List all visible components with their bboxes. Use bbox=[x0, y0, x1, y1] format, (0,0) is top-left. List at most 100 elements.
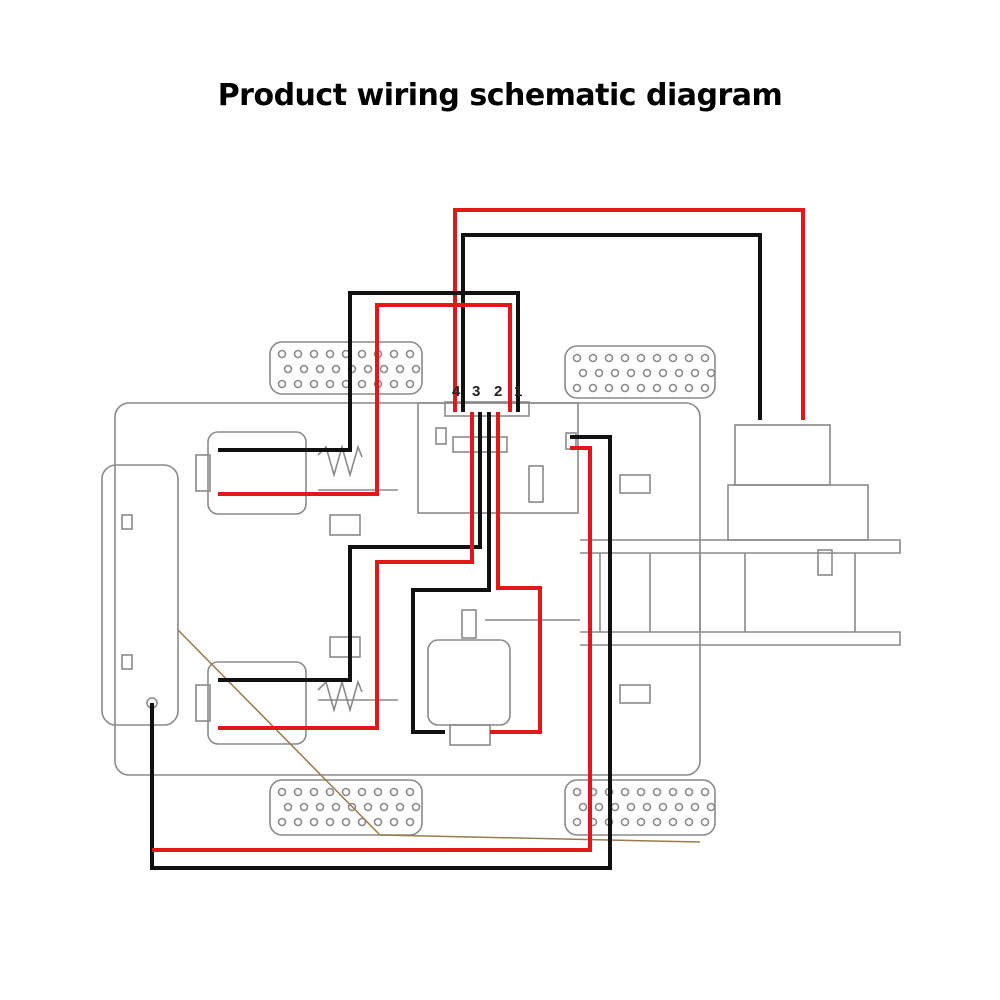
wheel-tread-hole bbox=[283, 364, 293, 374]
wheel-tread-hole bbox=[668, 817, 678, 827]
wheel-tread-hole bbox=[309, 817, 319, 827]
wheel-tread-hole bbox=[293, 379, 303, 389]
wheel-tread-hole bbox=[389, 349, 399, 359]
wheel-tread-hole bbox=[411, 802, 421, 812]
wheel-tread-hole bbox=[331, 364, 341, 374]
wheel-tread-hole bbox=[389, 787, 399, 797]
wheel-tread-hole bbox=[325, 787, 335, 797]
wire-black-front-motor bbox=[218, 291, 520, 452]
wheel-tread-hole bbox=[700, 817, 710, 827]
wheel-tread-hole bbox=[652, 353, 662, 363]
wheel-tread-hole bbox=[389, 817, 399, 827]
wheel-tread-hole bbox=[299, 364, 309, 374]
battery-box bbox=[101, 464, 179, 726]
motor-front-left bbox=[195, 431, 398, 536]
pin-label-2: 2 bbox=[494, 383, 502, 400]
wheel-tread-hole bbox=[325, 379, 335, 389]
pin-label-4: 4 bbox=[452, 383, 461, 400]
wheel-tread-hole bbox=[309, 379, 319, 389]
wheel-tread-hole bbox=[379, 364, 389, 374]
wheel-tread-hole bbox=[373, 817, 383, 827]
wheel-tread-hole bbox=[347, 802, 357, 812]
wheel-tread-hole bbox=[277, 379, 287, 389]
wheel-tread-hole bbox=[700, 787, 710, 797]
wheel-tread-hole bbox=[293, 787, 303, 797]
wire-black-steering-motor bbox=[411, 412, 491, 734]
pin-label-1: 1 bbox=[514, 383, 522, 400]
battery-switch bbox=[121, 514, 133, 530]
wheel-tread-hole bbox=[299, 802, 309, 812]
wheel-tread-hole bbox=[309, 787, 319, 797]
wheel-tread-hole bbox=[395, 364, 405, 374]
wheel-tread-hole bbox=[373, 787, 383, 797]
wheel-rear-left bbox=[269, 779, 423, 836]
wheel-tread-hole bbox=[405, 787, 415, 797]
wheel-tread-hole bbox=[594, 802, 604, 812]
wheel-tread-hole bbox=[684, 787, 694, 797]
wheel-tread-hole bbox=[610, 802, 620, 812]
wheel-tread-hole bbox=[636, 383, 646, 393]
wheel-tread-hole bbox=[684, 383, 694, 393]
wires bbox=[150, 208, 805, 870]
chassis-plate bbox=[114, 402, 701, 776]
wheel-tread-hole bbox=[706, 368, 716, 378]
wheel-tread-hole bbox=[325, 349, 335, 359]
wire-red-steering-servo bbox=[453, 208, 805, 420]
wheel-tread-hole bbox=[588, 383, 598, 393]
wheel-tread-hole bbox=[620, 787, 630, 797]
wheel-tread-hole bbox=[636, 787, 646, 797]
wheel-tread-hole bbox=[277, 817, 287, 827]
wheel-tread-hole bbox=[658, 368, 668, 378]
wheel-tread-hole bbox=[315, 802, 325, 812]
wheel-tread-hole bbox=[658, 802, 668, 812]
connector-pin-labels: 4 3 2 1 bbox=[452, 383, 522, 400]
wheel-tread-hole bbox=[652, 383, 662, 393]
wheel-tread-hole bbox=[684, 817, 694, 827]
wheel-tread-hole bbox=[700, 383, 710, 393]
wheel-tread-hole bbox=[652, 787, 662, 797]
wheel-tread-hole bbox=[620, 817, 630, 827]
wheel-tread-hole bbox=[588, 353, 598, 363]
wire-red-rear-motor bbox=[218, 412, 474, 730]
wheel-tread-hole bbox=[578, 802, 588, 812]
wheel-tread-hole bbox=[652, 817, 662, 827]
wire-red-front-motor bbox=[218, 303, 512, 496]
wheel-tread-hole bbox=[636, 353, 646, 363]
wheel-tread-hole bbox=[674, 802, 684, 812]
wheel-tread-hole bbox=[395, 802, 405, 812]
wheel-front-left bbox=[269, 341, 423, 395]
wheel-tread-hole bbox=[642, 368, 652, 378]
wheel-tread-hole bbox=[309, 349, 319, 359]
wheel-tread-hole bbox=[331, 802, 341, 812]
wheel-tread-hole bbox=[636, 817, 646, 827]
wheel-tread-hole bbox=[357, 379, 367, 389]
wheel-tread-hole bbox=[363, 364, 373, 374]
wheel-tread-hole bbox=[341, 817, 351, 827]
wheel-tread-hole bbox=[668, 787, 678, 797]
wheel-tread-hole bbox=[341, 787, 351, 797]
wheel-tread-hole bbox=[357, 349, 367, 359]
wheel-tread-hole bbox=[405, 349, 415, 359]
wheel-tread-hole bbox=[357, 787, 367, 797]
wheel-tread-hole bbox=[604, 383, 614, 393]
wheel-tread-hole bbox=[578, 368, 588, 378]
wheel-tread-hole bbox=[379, 802, 389, 812]
wheel-tread-hole bbox=[706, 802, 716, 812]
wheel-tread-hole bbox=[572, 353, 582, 363]
wheel-tread-hole bbox=[572, 817, 582, 827]
wheel-tread-hole bbox=[572, 787, 582, 797]
wheel-tread-hole bbox=[405, 379, 415, 389]
wire-black-battery bbox=[150, 435, 612, 870]
wire-red-steering-motor bbox=[490, 412, 542, 734]
wire-red-battery bbox=[152, 446, 592, 852]
wheel-tread-hole bbox=[594, 368, 604, 378]
wheel-tread-hole bbox=[626, 368, 636, 378]
wheel-tread-hole bbox=[357, 817, 367, 827]
wheel-tread-hole bbox=[572, 383, 582, 393]
diagram-title: Product wiring schematic diagram bbox=[217, 78, 783, 113]
wire-black-steering-servo bbox=[461, 233, 762, 420]
wheel-tread-hole bbox=[283, 802, 293, 812]
wheel-tread-hole bbox=[325, 817, 335, 827]
wheel-tread-hole bbox=[690, 802, 700, 812]
